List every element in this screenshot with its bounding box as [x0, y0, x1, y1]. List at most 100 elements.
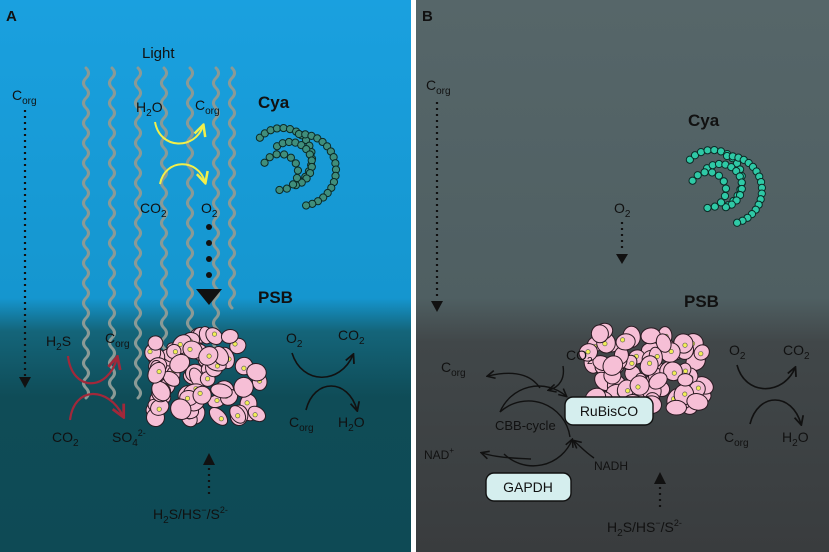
sulfur-globule [647, 360, 653, 366]
cbb-cycle-arc-top [499, 385, 566, 413]
co2-label-top: CO2 [140, 200, 167, 220]
nadh-input-arrow [574, 441, 595, 459]
cbb-cycle-arc-left [499, 400, 571, 438]
cyanobacteria-cell [693, 171, 702, 180]
cyanobacteria-cell [293, 166, 303, 175]
light-label: Light [142, 45, 175, 62]
cyanobacteria-cell [275, 185, 284, 195]
co2-label-cbb: CO2 [566, 347, 593, 367]
co2-input-arrow [549, 365, 565, 390]
psb-cell [208, 407, 229, 426]
sulfur-globule [156, 369, 162, 375]
cbb-cycle-label: CBB-cycle [495, 418, 556, 433]
psb-cell [170, 398, 192, 420]
sulfur-globule [187, 346, 193, 352]
psb-cell [220, 328, 239, 344]
nad-label: NAD+ [424, 446, 454, 462]
yellow-arrow-bottom [159, 163, 205, 184]
light-wave [82, 66, 90, 400]
cyanobacteria-cell [260, 158, 269, 167]
h2o-label-right-b: H2O [782, 429, 809, 449]
cyanobacteria-cell [721, 184, 731, 193]
psb-cell [246, 363, 267, 382]
panel-b: B Corg Cya O2 PSB Corg CO2 RuBisCO CBB-c… [422, 8, 810, 539]
cyanobacteria-cell [720, 191, 730, 201]
sulfur-globule [654, 353, 660, 359]
sulfur-globule [698, 351, 704, 357]
corg-label-top: Corg [195, 97, 220, 117]
sulfur-globule [629, 360, 635, 366]
cyanobacteria-cell [279, 123, 288, 133]
sulfur-globule [218, 416, 224, 422]
sulfur-globule [197, 390, 203, 396]
sulfur-globule [682, 391, 688, 397]
sulfur-globule [177, 341, 183, 347]
psb-cell [655, 333, 672, 353]
panel-a: A Light Corg H2O Corg CO2 O2 Cya PSB H2S… [6, 8, 365, 526]
corg-label-b: Corg [426, 77, 451, 97]
rubisco-label: RuBisCO [580, 403, 638, 419]
cyanobacteria-cell [286, 153, 296, 162]
sulfide-arrowhead-b [654, 472, 666, 484]
sulfur-globule [241, 365, 247, 371]
gapdh-label: GAPDH [503, 479, 553, 495]
sulfur-globule [206, 353, 212, 359]
cyanobacteria-cell [685, 155, 694, 164]
psb-cell [686, 393, 709, 411]
o2-arrowhead-b [616, 254, 628, 264]
corg-label-right-b: Corg [724, 429, 749, 449]
co2-label-right-b: CO2 [783, 342, 810, 362]
sulfur-globule [147, 349, 153, 355]
o2-label-right-b: O2 [729, 342, 746, 362]
yellow-arrow-top [154, 121, 203, 145]
psb-cell [602, 355, 624, 376]
red-arrow-bottom [68, 392, 123, 420]
corg-label-left: Corg [12, 87, 37, 107]
sulfur-globule [668, 348, 674, 354]
cyanobacteria-cell [288, 180, 298, 189]
sulfur-globule [625, 388, 631, 394]
panel-a-letter: A [6, 8, 17, 25]
cyanobacteria-cell [280, 150, 289, 159]
respiration-arrow-top-b [736, 364, 795, 390]
cyanobacteria-cell [716, 198, 726, 207]
rubisco-box [564, 396, 654, 426]
psb-cell [147, 361, 166, 384]
o2-label-b: O2 [614, 200, 631, 220]
nadh-label: NADH [594, 459, 628, 473]
cyanobacteria-cell [696, 147, 706, 157]
o2-label-right-a: O2 [286, 330, 303, 350]
psb-label-a: PSB [258, 288, 293, 307]
cyanobacteria-cell [700, 168, 709, 177]
gapdh-box [485, 472, 572, 502]
light-wave [212, 66, 220, 350]
cyanobacteria-cell [714, 171, 724, 180]
sulfur-globule [635, 384, 641, 390]
sulfur-globule [671, 370, 677, 376]
cyanobacteria-cell [292, 173, 302, 183]
sulfur-globule [212, 331, 218, 337]
psb-cell-cluster-a [144, 326, 268, 428]
cyanobacteria-cell [721, 203, 730, 212]
panel-a-background [0, 0, 411, 552]
cyanobacteria-cell [703, 203, 712, 213]
light-wave [108, 66, 116, 400]
sulfur-globule [235, 413, 241, 419]
light-wave [186, 66, 194, 350]
psb-cell [169, 353, 191, 374]
cyanobacteria-cell [272, 150, 281, 159]
sulfide-arrowhead-a [203, 453, 215, 465]
cyanobacteria-cell [291, 159, 300, 168]
psb-cell [147, 335, 164, 351]
panel-divider [411, 0, 416, 552]
cbb-cycle-arc-bottom [503, 440, 572, 467]
corg-sinking-arrowhead-b [431, 301, 443, 312]
co2-label-right-a: CO2 [338, 327, 365, 347]
h2o-label: H2O [136, 99, 163, 119]
sulfur-globule [252, 412, 258, 418]
cya-label-a: Cya [258, 93, 290, 112]
respiration-arrow-bottom-b [749, 399, 801, 424]
psb-cell [590, 324, 609, 344]
co2-label-bottom: CO2 [52, 429, 79, 449]
